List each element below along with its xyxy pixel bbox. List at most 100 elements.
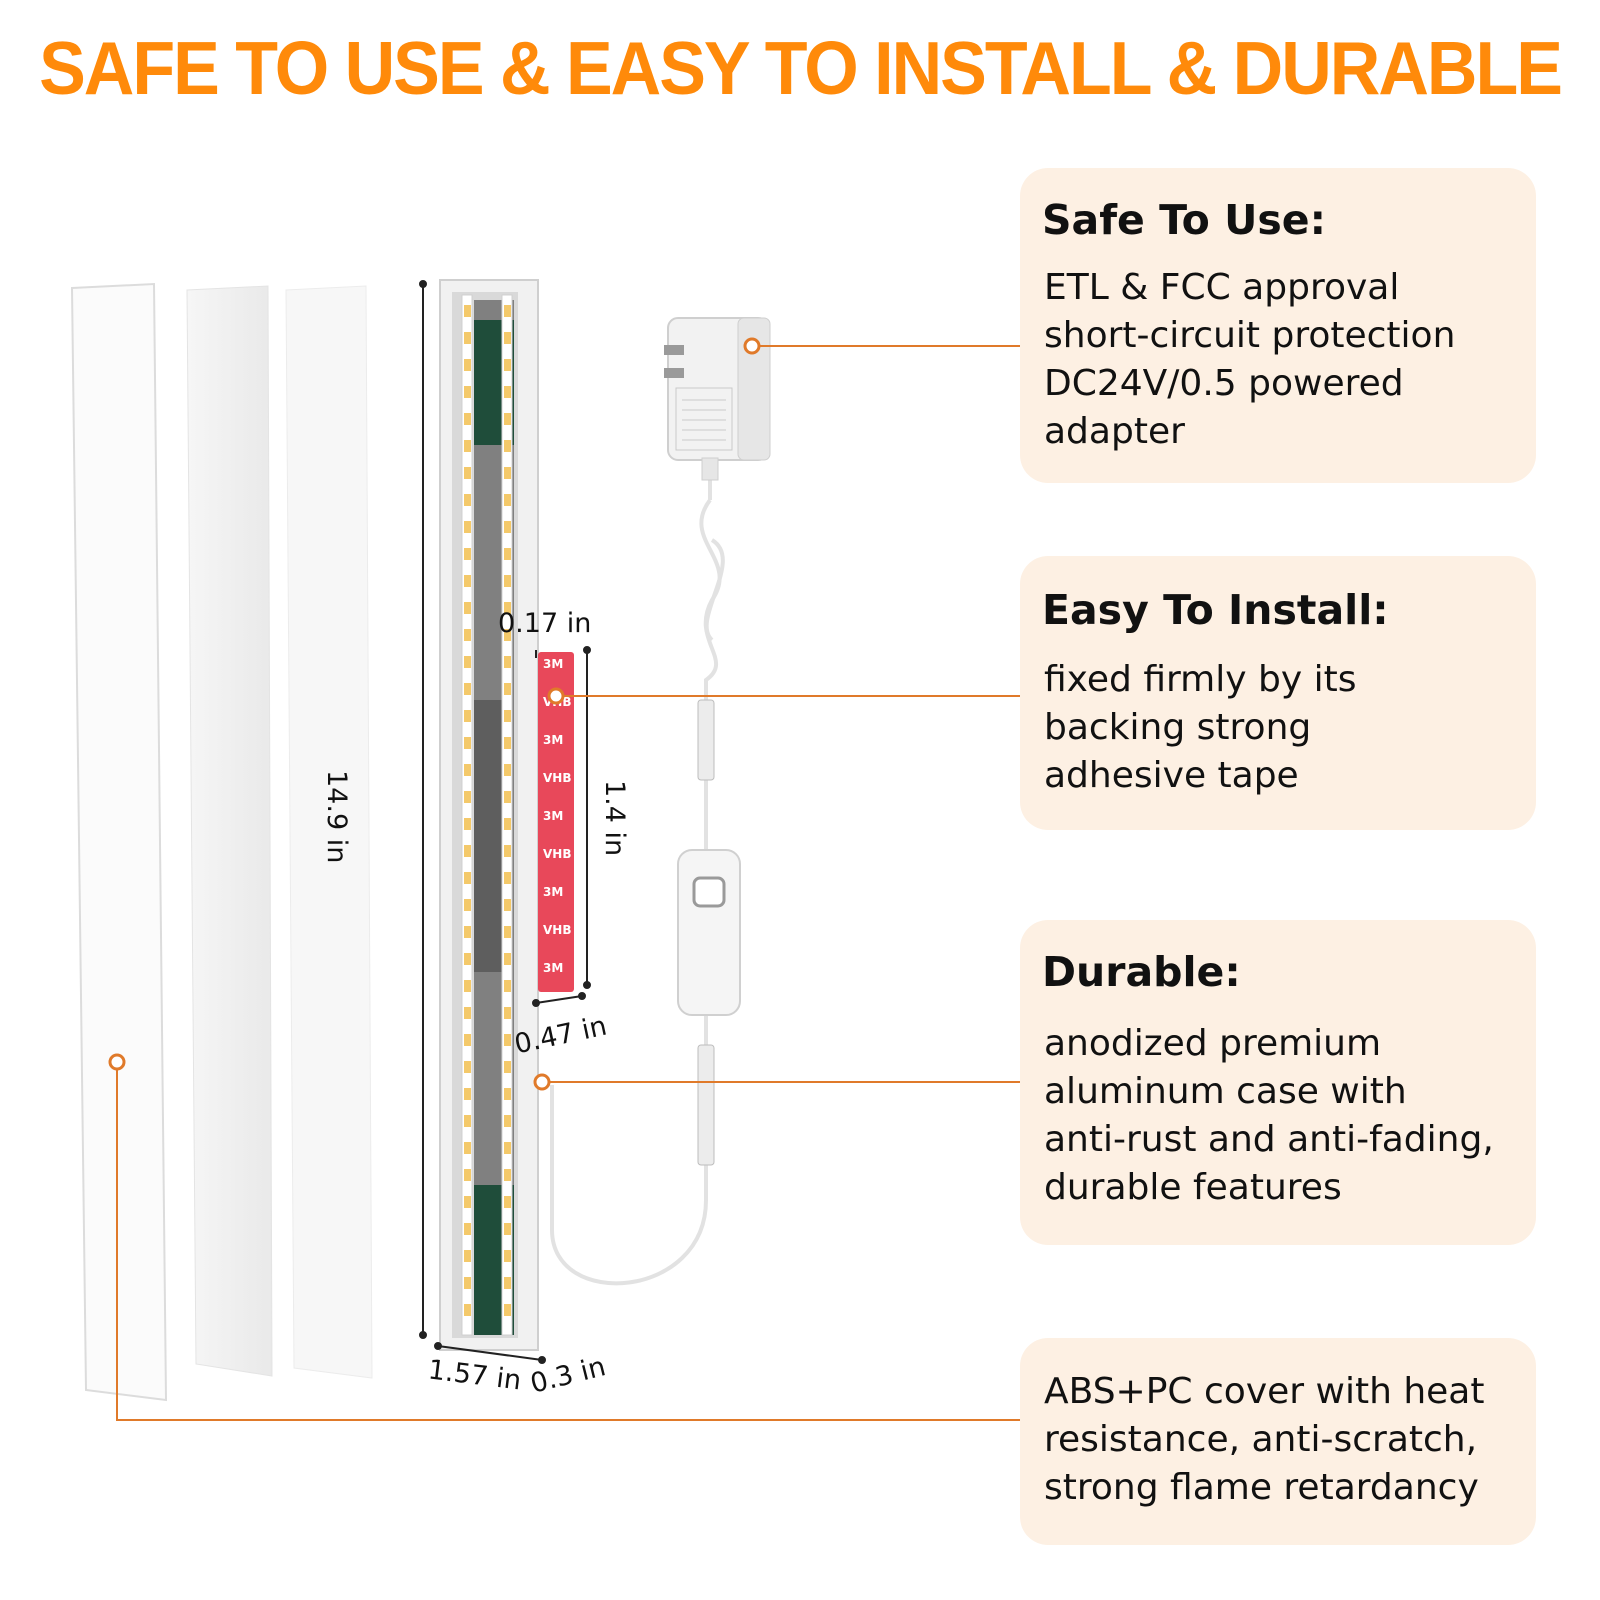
led-chip xyxy=(504,764,511,776)
led-chip xyxy=(464,521,471,533)
led-chip xyxy=(504,656,511,668)
install-line: fixed firmly by its xyxy=(1044,659,1357,700)
led-chip xyxy=(464,845,471,857)
led-chip xyxy=(504,953,511,965)
led-chip xyxy=(464,1223,471,1235)
led-chip xyxy=(464,1277,471,1289)
led-chip xyxy=(464,332,471,344)
led-chip xyxy=(504,1277,511,1289)
power-adapter-icon xyxy=(664,317,771,481)
led-chip xyxy=(504,494,511,506)
led-chip xyxy=(504,602,511,614)
cover-line: ABS+PC cover with heat xyxy=(1044,1371,1485,1412)
led-chip xyxy=(504,683,511,695)
led-chip xyxy=(464,980,471,992)
led-chip xyxy=(504,737,511,749)
led-chip xyxy=(504,521,511,533)
led-chip xyxy=(504,413,511,425)
cover-line: resistance, anti-scratch, xyxy=(1044,1419,1478,1460)
led-chip xyxy=(504,629,511,641)
led-chip xyxy=(464,1142,471,1154)
led-chip xyxy=(464,710,471,722)
led-chip xyxy=(464,1061,471,1073)
led-chip xyxy=(504,710,511,722)
led-chip xyxy=(464,899,471,911)
safe-line: short-circuit protection xyxy=(1044,315,1456,356)
led-chip xyxy=(464,953,471,965)
led-chip xyxy=(464,386,471,398)
led-chip xyxy=(464,602,471,614)
led-chip xyxy=(504,575,511,587)
led-chip xyxy=(464,791,471,803)
led-chip xyxy=(464,1196,471,1208)
led-chip xyxy=(464,1007,471,1019)
safe-line: ETL & FCC approval xyxy=(1044,267,1400,308)
cable-connectors xyxy=(697,699,715,1166)
callout-dots xyxy=(108,337,761,1091)
led-chip xyxy=(504,467,511,479)
led-chip xyxy=(464,413,471,425)
led-chip xyxy=(464,440,471,452)
led-chip xyxy=(464,467,471,479)
tape-mark: 3M xyxy=(543,809,563,823)
tape-mark: 3M xyxy=(543,961,563,975)
durable-line: aluminum case with xyxy=(1044,1071,1407,1112)
led-chip xyxy=(504,1061,511,1073)
tape-mark: 3M xyxy=(543,885,563,899)
led-chip xyxy=(464,494,471,506)
led-chip xyxy=(464,548,471,560)
tape-mark: VHB xyxy=(543,847,571,861)
led-chip xyxy=(504,1142,511,1154)
install-line: adhesive tape xyxy=(1044,755,1299,796)
led-chip xyxy=(464,683,471,695)
led-chip xyxy=(464,1115,471,1127)
install-heading: Easy To Install: xyxy=(1042,586,1389,634)
led-chip xyxy=(464,1169,471,1181)
led-bar-icon xyxy=(439,279,539,1351)
durable-line: anti-rust and anti-fading, xyxy=(1044,1119,1494,1160)
dimension-lines xyxy=(419,280,591,1364)
tape-mark: 3M xyxy=(543,657,563,671)
page-title: SAFE TO USE & EASY TO INSTALL & DURABLE xyxy=(39,25,1563,111)
led-chip xyxy=(464,926,471,938)
durable-line: durable features xyxy=(1044,1167,1342,1208)
safe-heading: Safe To Use: xyxy=(1042,196,1326,244)
length-label: 14.9 in xyxy=(321,770,352,864)
cover-card: ABS+PC cover with heat resistance, anti-… xyxy=(1020,1338,1536,1545)
led-chip xyxy=(504,872,511,884)
led-chip xyxy=(464,575,471,587)
led-chip xyxy=(464,1034,471,1046)
tape-length-label: 1.4 in xyxy=(599,780,630,857)
led-chip xyxy=(504,1223,511,1235)
led-chip xyxy=(464,359,471,371)
led-chip xyxy=(464,656,471,668)
led-chip xyxy=(464,737,471,749)
led-chip xyxy=(504,386,511,398)
led-chip xyxy=(504,1007,511,1019)
led-chip xyxy=(504,1304,511,1316)
cover-strip-icon xyxy=(70,282,373,1402)
install-card: Easy To Install: fixed firmly by its bac… xyxy=(1020,556,1536,830)
led-chip xyxy=(464,818,471,830)
durable-card: Durable: anodized premium aluminum case … xyxy=(1020,920,1536,1245)
tape-mark: VHB xyxy=(543,771,571,785)
led-chip xyxy=(504,1115,511,1127)
led-chip xyxy=(464,1250,471,1262)
led-chip xyxy=(464,764,471,776)
led-chip xyxy=(464,629,471,641)
led-chip xyxy=(504,332,511,344)
safe-line: adapter xyxy=(1044,411,1185,452)
led-chip xyxy=(464,305,471,317)
led-chip xyxy=(504,1169,511,1181)
led-chip xyxy=(504,926,511,938)
led-chip xyxy=(464,1304,471,1316)
led-chip xyxy=(504,440,511,452)
led-chip xyxy=(504,548,511,560)
led-chip xyxy=(504,899,511,911)
led-chip xyxy=(504,1088,511,1100)
install-line: backing strong xyxy=(1044,707,1312,748)
callout-lines xyxy=(116,345,1020,1421)
tape-mark: VHB xyxy=(543,923,571,937)
safe-card: Safe To Use: ETL & FCC approval short-ci… xyxy=(1020,168,1536,483)
